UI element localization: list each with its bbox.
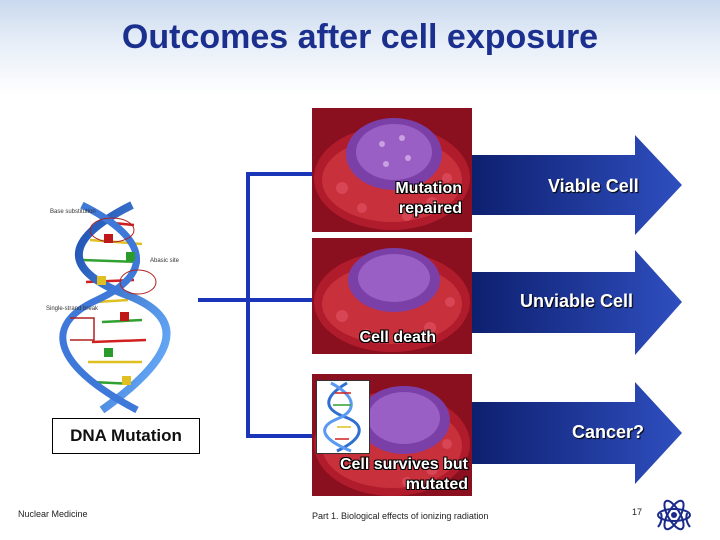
cancer-label: Cancer? bbox=[572, 422, 645, 442]
iaea-atom-logo-icon bbox=[655, 497, 693, 533]
cell-image-repaired bbox=[312, 108, 472, 232]
unviable-cell-label: Unviable Cell bbox=[520, 291, 634, 311]
dna-inset-image bbox=[316, 380, 370, 454]
bracket-branch-middle bbox=[246, 298, 312, 302]
footer-center-text: Part 1. Biological effects of ionizing r… bbox=[312, 511, 489, 521]
bracket-connector-stem bbox=[198, 298, 250, 302]
slide-title: Outcomes after cell exposure bbox=[121, 18, 599, 56]
caption-line-1: Mutation bbox=[395, 180, 462, 197]
bracket-branch-top bbox=[246, 172, 312, 176]
caption-line-2: repaired bbox=[398, 200, 462, 217]
cell-nucleus-icon bbox=[314, 248, 470, 352]
dna-helix-icon bbox=[323, 381, 361, 453]
dna-helix-icon: Base substitution Abasic site Single-str… bbox=[46, 201, 180, 414]
cell-image-death bbox=[312, 238, 472, 354]
cell-death-caption: Cell death bbox=[359, 329, 436, 346]
cell-nucleus-icon bbox=[314, 386, 470, 496]
annotation-single-strand-break: Single-strand break bbox=[46, 306, 99, 312]
header-gradient-band bbox=[0, 0, 720, 95]
bracket-branch-bottom bbox=[246, 434, 312, 438]
cell-survives-caption: Cell survives but mutated bbox=[306, 455, 468, 495]
outcome-arrow-unviable bbox=[470, 250, 682, 355]
dna-mutation-label: DNA Mutation bbox=[52, 418, 200, 454]
caption-line-1: Cell survives but bbox=[339, 456, 468, 473]
dna-helix-illustration: Base substitution Abasic site Single-str… bbox=[42, 200, 197, 415]
outcome-arrow-viable bbox=[470, 135, 682, 235]
cell-nucleus-icon bbox=[314, 118, 470, 230]
annotation-abasic-site: Abasic site bbox=[150, 258, 180, 264]
annotation-base-substitution: Base substitution bbox=[50, 209, 96, 215]
bracket-connector-vertical bbox=[246, 172, 250, 438]
caption-line-2: mutated bbox=[405, 476, 468, 493]
footer-left-text: Nuclear Medicine bbox=[18, 509, 88, 519]
mutation-repaired-caption: Mutation repaired bbox=[340, 179, 462, 219]
outcome-arrow-cancer bbox=[470, 382, 682, 484]
page-number: 17 bbox=[632, 507, 643, 517]
viable-cell-label: Viable Cell bbox=[548, 176, 639, 196]
